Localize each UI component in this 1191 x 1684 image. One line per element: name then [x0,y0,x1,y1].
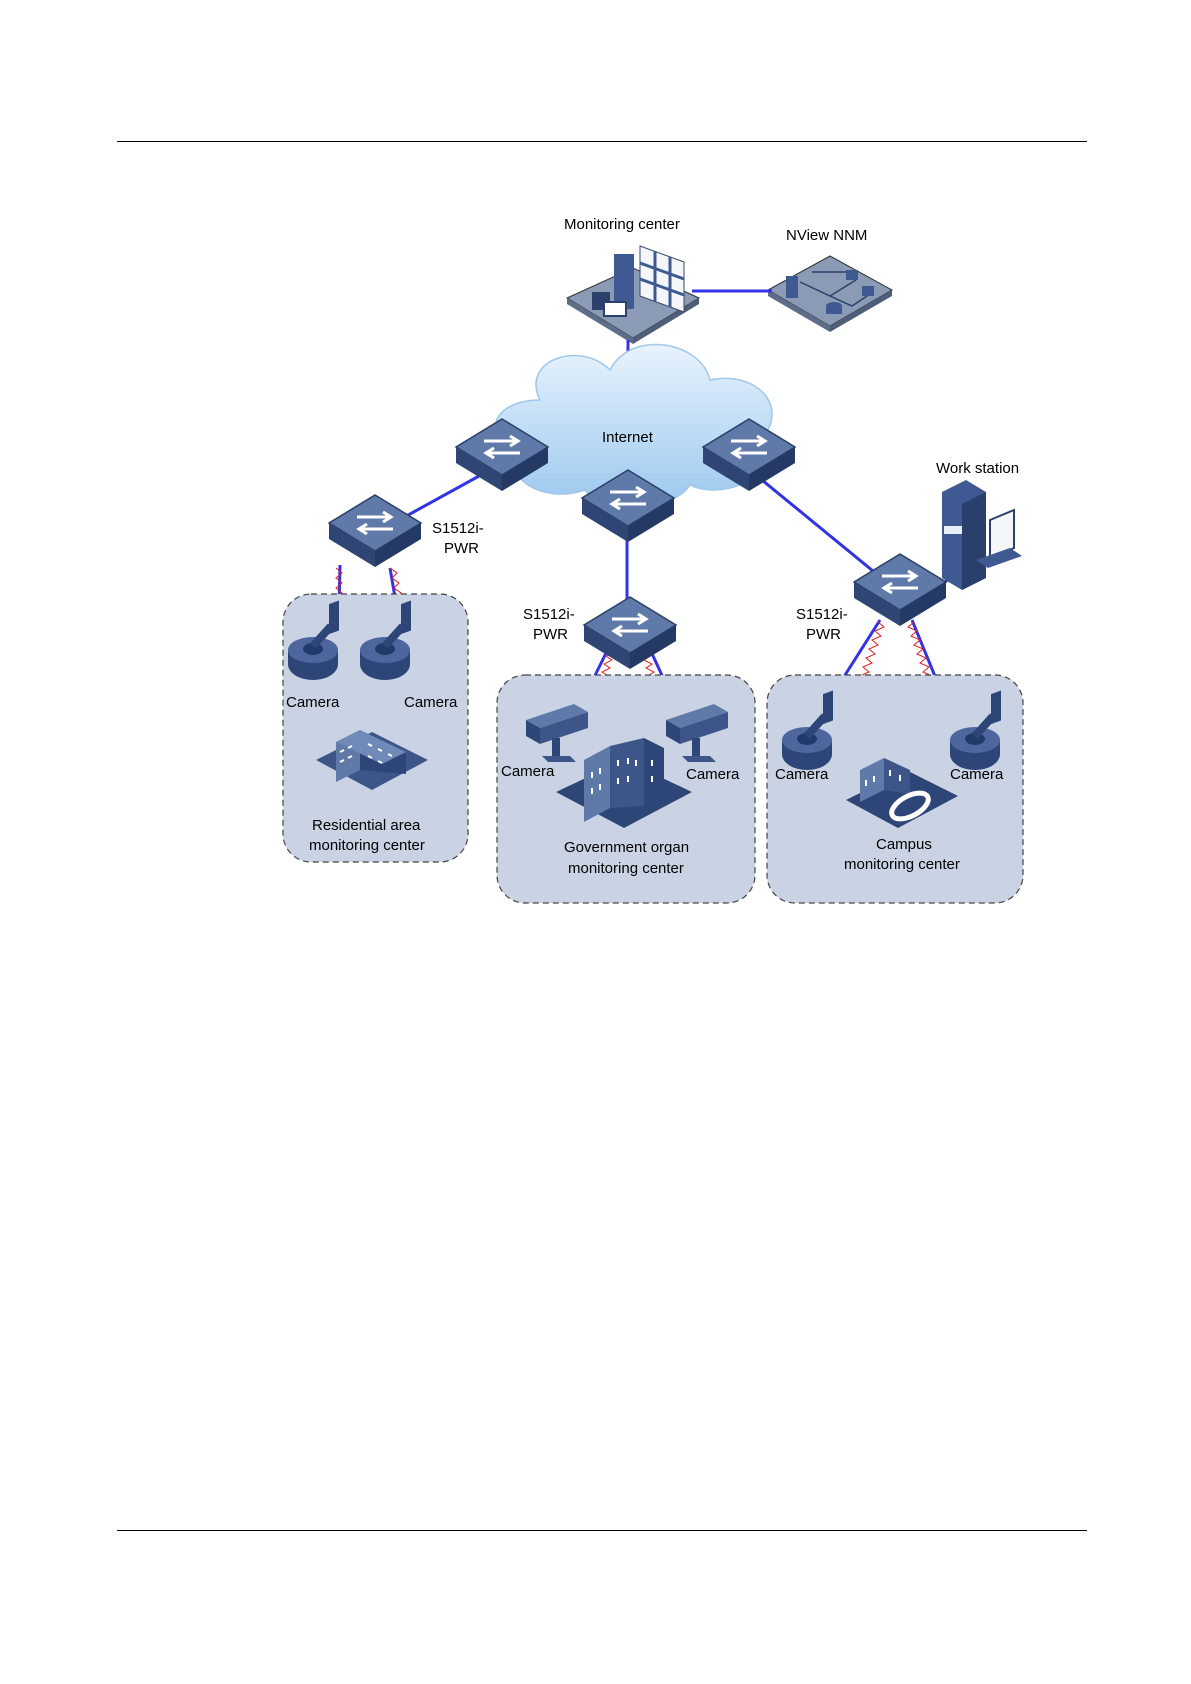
monitoring-center-label: Monitoring center [564,216,680,233]
switch-right-label: S1512i- PWR [796,606,852,643]
monitoring-center-node [567,246,699,344]
switch-center-label: S1512i- PWR [523,606,579,643]
switch-left-label: S1512i- PWR [432,520,488,557]
nview-nnm-label: NView NNM [786,227,867,244]
government-camera-right-label: Camera [686,766,740,783]
campus-camera-right-label: Camera [950,766,1004,783]
residential-camera-left-label: Camera [286,694,340,711]
internet-label: Internet [602,429,654,446]
work-station-node [942,480,1022,590]
nview-nnm-node [768,256,892,332]
government-camera-left-label: Camera [501,763,555,780]
residential-camera-right-label: Camera [404,694,458,711]
s1512i-switch-center [584,597,676,669]
s1512i-switch-right [854,554,946,626]
work-station-label: Work station [936,460,1019,477]
campus-camera-left-label: Camera [775,766,829,783]
s1512i-switch-left [329,495,421,567]
